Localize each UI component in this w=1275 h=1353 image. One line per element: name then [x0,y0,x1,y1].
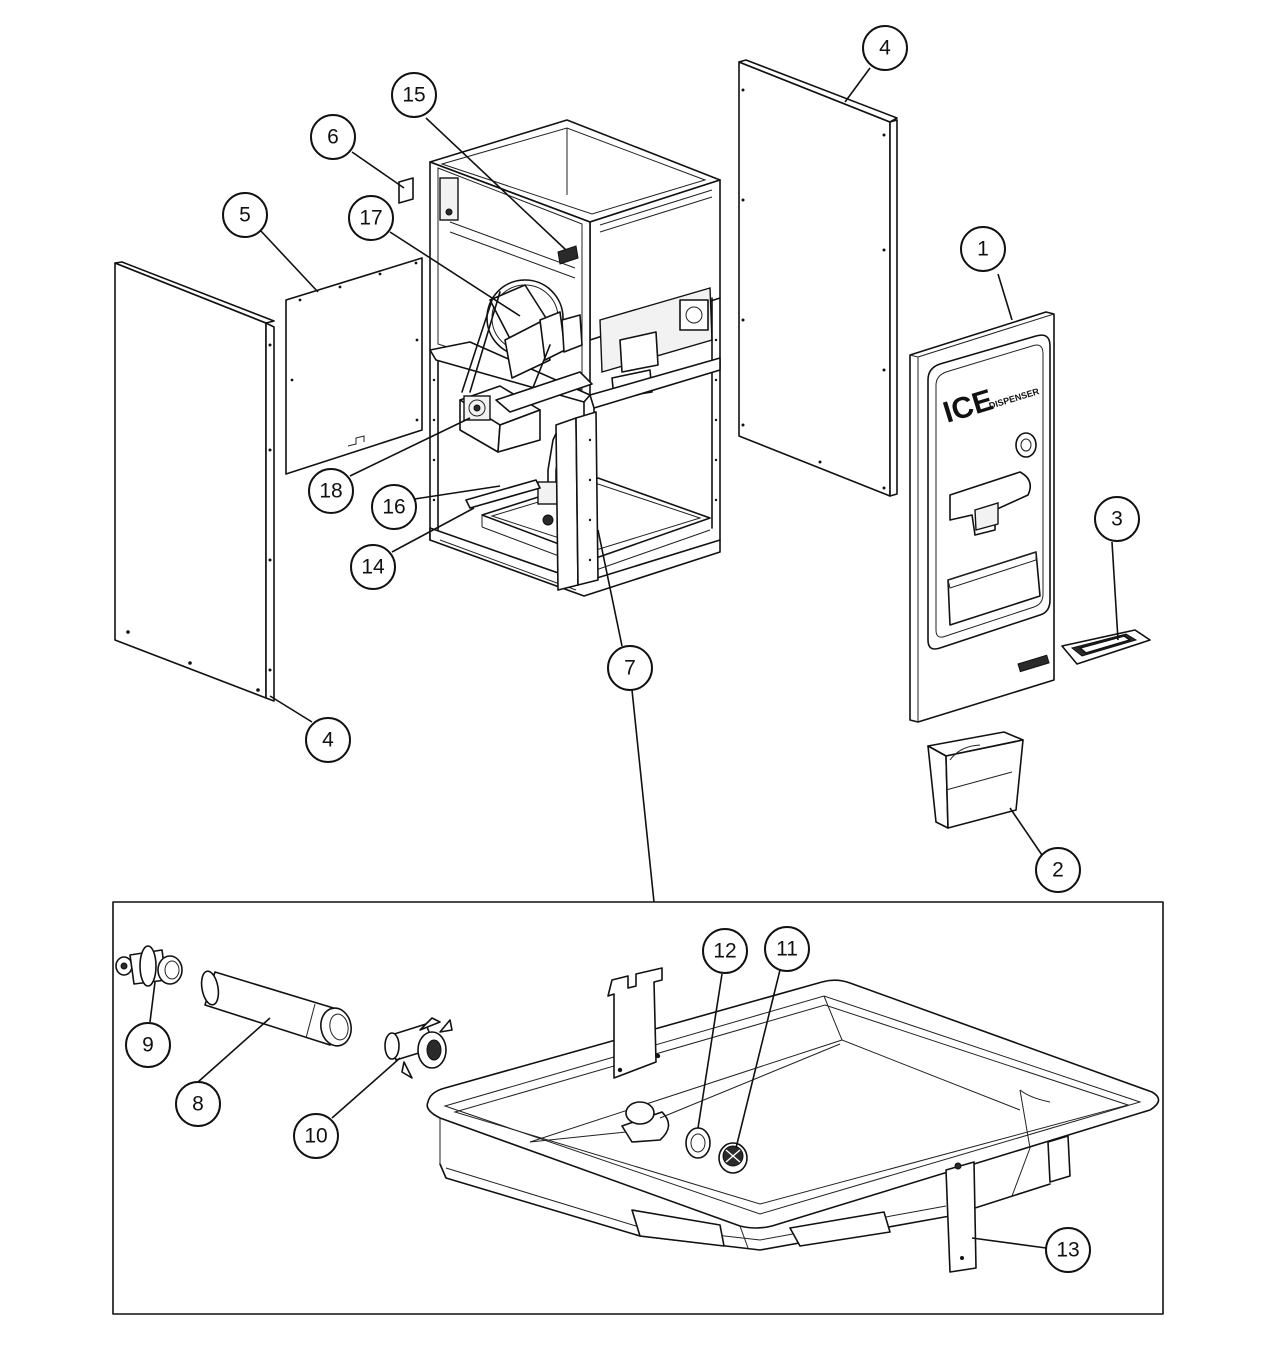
svg-text:2: 2 [1052,859,1064,882]
svg-text:17: 17 [359,207,382,230]
svg-text:3: 3 [1111,508,1123,531]
drip-tray [927,731,1024,829]
leader-lines [149,67,1119,1249]
callout-18: 18 [308,468,354,514]
callout-12: 12 [702,928,748,974]
svg-text:1: 1 [977,238,989,261]
svg-text:6: 6 [327,126,339,149]
drain-coupling [384,1017,453,1079]
drain-tube [200,970,352,1047]
callout-17: 17 [348,195,394,241]
left-side-panel [114,261,275,702]
callout-11: 11 [764,926,810,972]
svg-text:11: 11 [776,938,798,961]
callout-1: 1 [960,226,1006,272]
svg-text:4: 4 [879,37,891,60]
callout-5: 5 [222,192,268,238]
svg-text:5: 5 [239,204,251,227]
pan-strap [945,1161,977,1273]
svg-text:10: 10 [304,1125,327,1148]
drain-fitting [115,945,183,987]
callout-7: 7 [607,645,653,691]
large-drain-pan [426,979,1160,1251]
drip-grill [1061,629,1151,665]
callout-13: 13 [1045,1227,1091,1273]
svg-text:13: 13 [1056,1239,1079,1262]
callout-14: 14 [350,544,396,590]
pan-mounting-bracket [607,967,663,1079]
svg-text:14: 14 [361,556,385,579]
callout-16: 16 [371,484,417,530]
drain-strainer [718,1142,748,1174]
callout-6: 6 [310,114,356,160]
svg-text:9: 9 [142,1034,154,1057]
callout-4-upper: 4 [862,25,908,71]
right-side-panel [738,59,898,497]
detail-inset-box [112,901,1164,1315]
callout-2: 2 [1035,847,1081,893]
callout-3: 3 [1094,496,1140,542]
svg-text:12: 12 [713,940,736,963]
callout-10: 10 [293,1113,339,1159]
callout-4-lower: 4 [305,717,351,763]
svg-text:4: 4 [322,729,334,752]
callout-9: 9 [125,1022,171,1068]
callout-8: 8 [175,1081,221,1127]
svg-text:16: 16 [382,496,405,519]
drain-washer [685,1127,711,1159]
svg-text:18: 18 [319,480,342,503]
small-label-plate [398,177,414,204]
svg-text:8: 8 [192,1093,204,1116]
svg-text:7: 7 [624,657,636,680]
front-cover-panel [285,257,423,475]
front-dispenser-panel: ICE DISPENSER [909,311,1055,723]
gear-motor-assembly [459,279,593,453]
callout-15: 15 [391,72,437,118]
svg-text:15: 15 [402,84,425,107]
